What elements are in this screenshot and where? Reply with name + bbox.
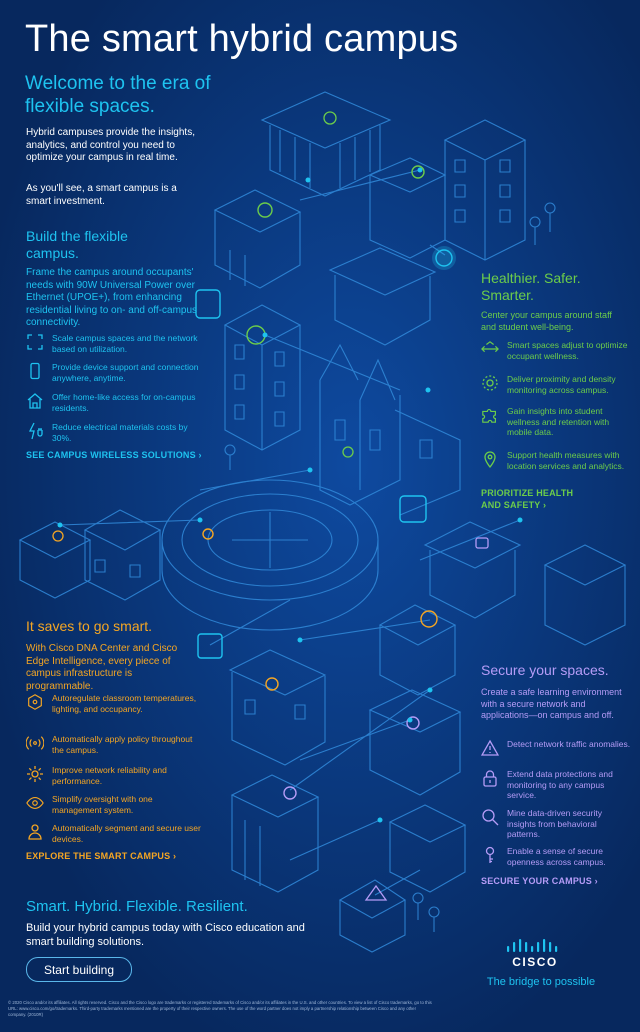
cta-label: SECURE YOUR CAMPUS — [481, 876, 592, 886]
list-item-text: Mine data-driven security insights from … — [507, 808, 602, 839]
list-item: Automatically segment and secure user de… — [26, 823, 201, 844]
page-title: The smart hybrid campus — [25, 18, 459, 60]
list-item-text: Extend data protections and monitoring t… — [507, 769, 613, 800]
secure-your-campus-link[interactable]: SECURE YOUR CAMPUS › — [481, 876, 598, 886]
closing-body: Build your hybrid campus today with Cisc… — [26, 922, 305, 948]
list-item-text: Automatically apply policy throughout th… — [52, 734, 193, 755]
secure-body: Create a safe learning environment with … — [481, 687, 622, 720]
list-item: Provide device support and connection an… — [26, 362, 201, 383]
secure-heading: Secure your spaces. — [481, 662, 609, 678]
user-segment-icon — [26, 823, 44, 841]
flexible-heading: Build the flexible campus. — [26, 228, 128, 261]
legal-text: © 2020 Cisco and/or its affiliates. All … — [8, 1000, 432, 1017]
list-item: Support health measures with location se… — [481, 450, 631, 471]
list-item-text: Smart spaces adjust to optimize occupant… — [507, 340, 628, 361]
list-item: Smart spaces adjust to optimize occupant… — [481, 340, 631, 361]
brand-tagline: The bridge to possible — [486, 976, 596, 988]
see-campus-wireless-link[interactable]: SEE CAMPUS WIRELESS SOLUTIONS › — [26, 450, 202, 460]
list-item-text: Scale campus spaces and the network base… — [52, 333, 198, 354]
list-item-text: Provide device support and connection an… — [52, 362, 199, 383]
healthier-body: Center your campus around staff and stud… — [481, 310, 612, 332]
list-item: Improve network reliability and performa… — [26, 765, 201, 786]
list-item-text: Reduce electrical materials costs by 30%… — [52, 422, 188, 443]
list-item: Gain insights into student wellness and … — [481, 406, 631, 438]
network-node-icon — [26, 693, 44, 711]
cta-label: SEE CAMPUS WIRELESS SOLUTIONS — [26, 450, 196, 460]
list-item-text: Offer home-like access for on-campus res… — [52, 392, 196, 413]
flexible-body: Frame the campus around occupants' needs… — [26, 267, 198, 328]
list-item-text: Improve network reliability and performa… — [52, 765, 167, 786]
smart-body: With Cisco DNA Center and Cisco Edge Int… — [26, 643, 178, 692]
eye-icon — [26, 794, 44, 812]
intro-paragraph-1: Hybrid campuses provide the insights, an… — [26, 127, 195, 163]
list-item-text: Automatically segment and secure user de… — [52, 823, 201, 844]
explore-smart-campus-link[interactable]: EXPLORE THE SMART CAMPUS › — [26, 851, 176, 861]
list-item-text: Support health measures with location se… — [507, 450, 625, 471]
cta-label: PRIORITIZE HEALTH AND SAFETY — [481, 488, 574, 510]
list-item: Offer home-like access for on-campus res… — [26, 392, 201, 413]
cisco-logo-icon — [505, 938, 565, 956]
cta-label: EXPLORE THE SMART CAMPUS — [26, 851, 171, 861]
warning-icon — [481, 739, 499, 757]
list-item: Simplify oversight with one management s… — [26, 794, 201, 815]
proximity-icon — [481, 374, 499, 392]
list-item-text: Deliver proximity and density monitoring… — [507, 374, 616, 395]
list-item: Reduce electrical materials costs by 30%… — [26, 422, 201, 443]
wireless-signal-icon — [26, 734, 44, 752]
intro-paragraph-2: As you'll see, a smart campus is a smart… — [26, 183, 177, 207]
scale-icon — [26, 333, 44, 351]
home-icon — [26, 392, 44, 410]
start-building-button[interactable]: Start building — [26, 957, 132, 982]
list-item: Deliver proximity and density monitoring… — [481, 374, 631, 395]
list-item: Extend data protections and monitoring t… — [481, 769, 631, 801]
welcome-heading: Welcome to the era of flexible spaces. — [25, 73, 211, 117]
brand-name: CISCO — [512, 955, 558, 969]
key-icon — [481, 846, 499, 864]
list-item-text: Autoregulate classroom temperatures, lig… — [52, 693, 197, 714]
power-plug-icon — [26, 422, 44, 440]
list-item: Enable a sense of secure openness across… — [481, 846, 631, 867]
prioritize-health-link[interactable]: PRIORITIZE HEALTH AND SAFETY › — [481, 487, 591, 511]
list-item-text: Simplify oversight with one management s… — [52, 794, 153, 815]
list-item: Detect network traffic anomalies. — [481, 739, 631, 757]
list-item-text: Detect network traffic anomalies. — [507, 739, 631, 749]
chevron-right-icon: › — [543, 500, 547, 510]
list-item: Autoregulate classroom temperatures, lig… — [26, 693, 201, 714]
list-item-text: Enable a sense of secure openness across… — [507, 846, 606, 867]
list-item: Automatically apply policy throughout th… — [26, 734, 201, 755]
location-pin-icon — [481, 450, 499, 468]
smart-heading: It saves to go smart. — [26, 618, 153, 634]
list-item: Scale campus spaces and the network base… — [26, 333, 201, 354]
chevron-right-icon: › — [594, 876, 598, 886]
arrows-expand-icon — [481, 340, 499, 358]
list-item: Mine data-driven security insights from … — [481, 808, 631, 840]
lock-icon — [481, 769, 499, 787]
list-item-text: Gain insights into student wellness and … — [507, 406, 610, 437]
search-icon — [481, 808, 499, 826]
chevron-right-icon: › — [198, 450, 202, 460]
gear-icon — [26, 765, 44, 783]
closing-heading: Smart. Hybrid. Flexible. Resilient. — [26, 898, 248, 915]
mobile-device-icon — [26, 362, 44, 380]
healthier-heading: Healthier. Safer. Smarter. — [481, 270, 581, 303]
puzzle-icon — [481, 406, 499, 424]
chevron-right-icon: › — [173, 851, 177, 861]
